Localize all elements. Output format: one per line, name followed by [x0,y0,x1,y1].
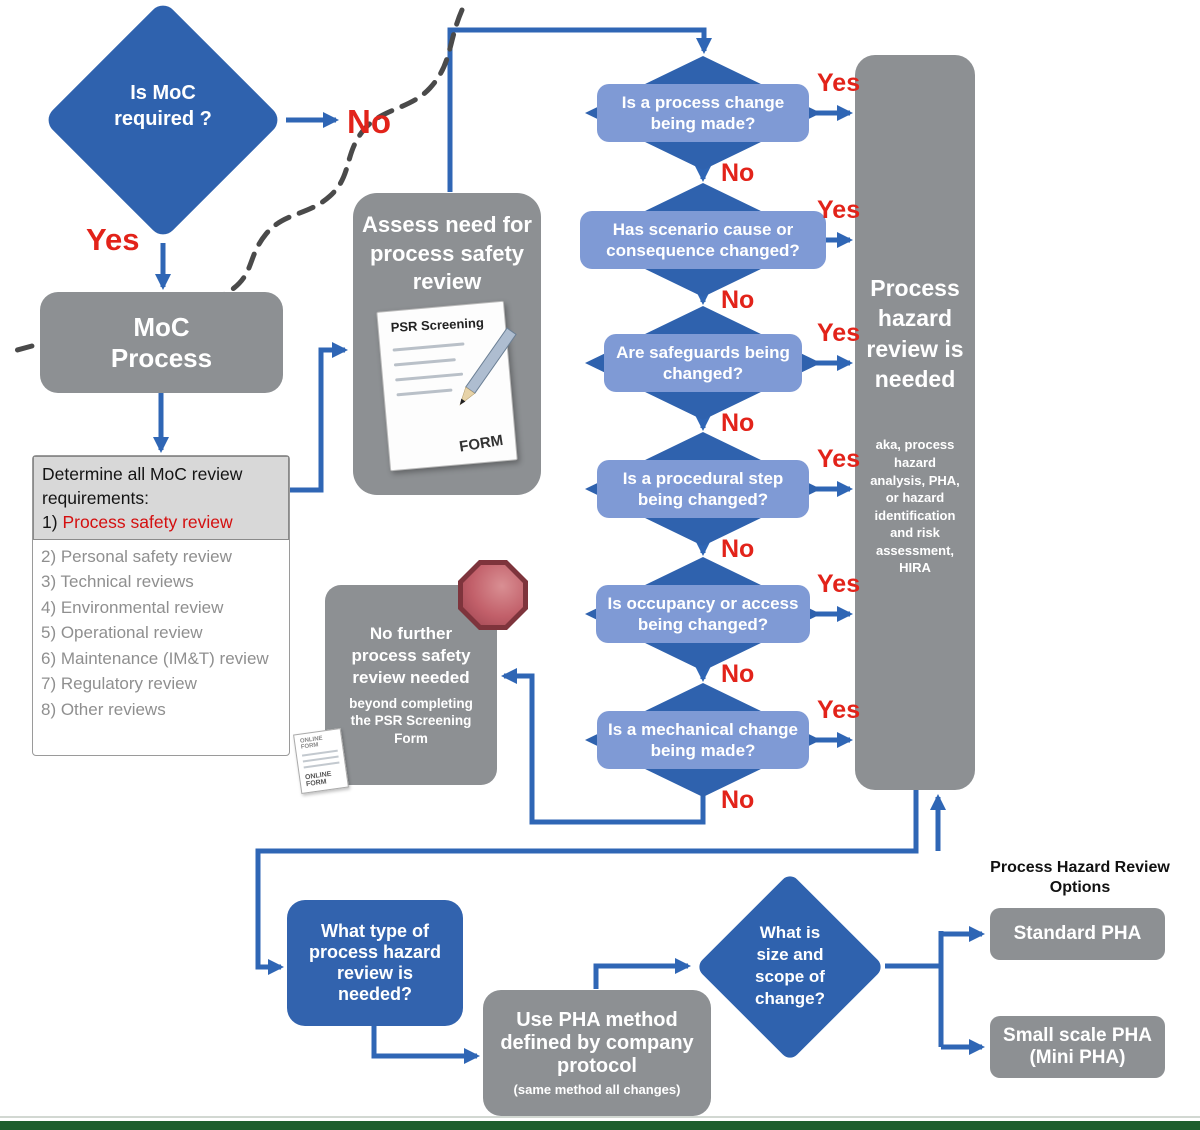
psr-form-footer-label: FORM [457,431,505,456]
requirement-item: 2) Personal safety review [41,546,232,566]
footer-bar [0,1121,1200,1130]
requirement-1-label: Process safety review [62,512,233,533]
form-line [303,761,340,769]
pencil-icon [459,327,517,406]
question-5-pill: Is occupancy or access being changed? [596,585,810,643]
standard-pha-label: Standard PHA [1013,923,1142,944]
question-3-label: Are safeguards being changed? [616,342,790,383]
what-type-label: What type of process hazard review is ne… [308,921,442,1004]
mini-pha-label: Small scale PHA (Mini PHA) [1003,1025,1152,1068]
no-further-subtitle: beyond completing the PSR Screening Form [349,695,473,746]
stop-octagon-inner [463,565,523,625]
use-pha-note: (same method all changes) [513,1082,681,1097]
question-6-pill: Is a mechanical change being made? [597,711,809,769]
result-subtitle: aka, process hazard analysis, PHA, or ha… [870,437,960,576]
question-3-yes-label: Yes [817,319,861,347]
moc-process-box: MoC Process [40,292,283,393]
requirements-list: 2) Personal safety review 3) Technical r… [33,540,289,727]
moc-process-label: MoC Process [110,311,213,373]
use-pha-label: Use PHA method defined by company protoc… [500,1009,694,1077]
question-6-no-label: No [721,786,755,814]
requirement-item: 3) Technical reviews [41,572,194,592]
start-yes-label: Yes [86,222,140,257]
options-heading: Process Hazard Review Options [990,859,1170,896]
question-4-label: Is a procedural step being changed? [622,468,784,509]
question-6-yes-label: Yes [817,696,861,724]
use-pha-box: Use PHA method defined by company protoc… [483,990,711,1116]
requirement-1-number: 1) [42,512,58,533]
question-4-no-label: No [721,535,755,563]
result-box: Process hazard review is needed aka, pro… [855,55,975,790]
standard-pha-box: Standard PHA [990,908,1165,960]
result-title: Process hazard review is needed [866,275,964,393]
requirement-item-1: 1) Process safety review [42,510,280,535]
question-2-label: Has scenario cause or consequence change… [606,219,800,260]
question-5-yes-label: Yes [817,570,861,598]
start-no-label: No [347,103,391,140]
no-further-title: No further process safety review needed [351,623,471,687]
requirements-box: Determine all MoC review requirements: 1… [32,455,290,756]
mini-pha-box: Small scale PHA (Mini PHA) [990,1016,1165,1078]
question-1-no-label: No [721,159,755,187]
question-2-yes-label: Yes [817,196,861,224]
what-type-box: What type of process hazard review is ne… [287,900,463,1026]
size-scope-label: What is size and scope of change? [755,923,825,1009]
question-3-pill: Are safeguards being changed? [604,334,802,392]
question-2-no-label: No [721,286,755,314]
question-1-yes-label: Yes [817,69,861,97]
stop-octagon-icon [458,560,528,630]
assess-title: Assess need for process safety review [362,212,532,295]
question-2-pill: Has scenario cause or consequence change… [580,211,826,269]
question-5-label: Is occupancy or access being changed? [607,593,799,634]
online-form-caption: ONLINE FORM [299,735,323,751]
online-form-caption: ONLINE FORM [304,770,332,789]
requirement-item: 8) Other reviews [41,699,166,719]
requirement-item: 6) Maintenance (IM&T) review [41,648,269,668]
requirement-item: 4) Environmental review [41,597,224,617]
question-1-pill: Is a process change being made? [597,84,809,142]
question-3-no-label: No [721,409,755,437]
question-4-pill: Is a procedural step being changed? [597,460,809,518]
requirements-header: Determine all MoC review requirements: [42,464,243,508]
online-form-icon: ONLINE FORM ONLINE FORM [293,727,349,795]
requirement-item: 7) Regulatory review [41,674,197,694]
question-5-no-label: No [721,660,755,688]
requirements-highlight: Determine all MoC review requirements: 1… [33,456,289,540]
requirement-item: 5) Operational review [41,623,203,643]
question-1-label: Is a process change being made? [621,92,785,133]
question-4-yes-label: Yes [817,445,861,473]
footer-hairline [0,1116,1200,1118]
question-6-label: Is a mechanical change being made? [608,719,798,760]
start-question-label: Is MoC required ? [114,82,212,130]
